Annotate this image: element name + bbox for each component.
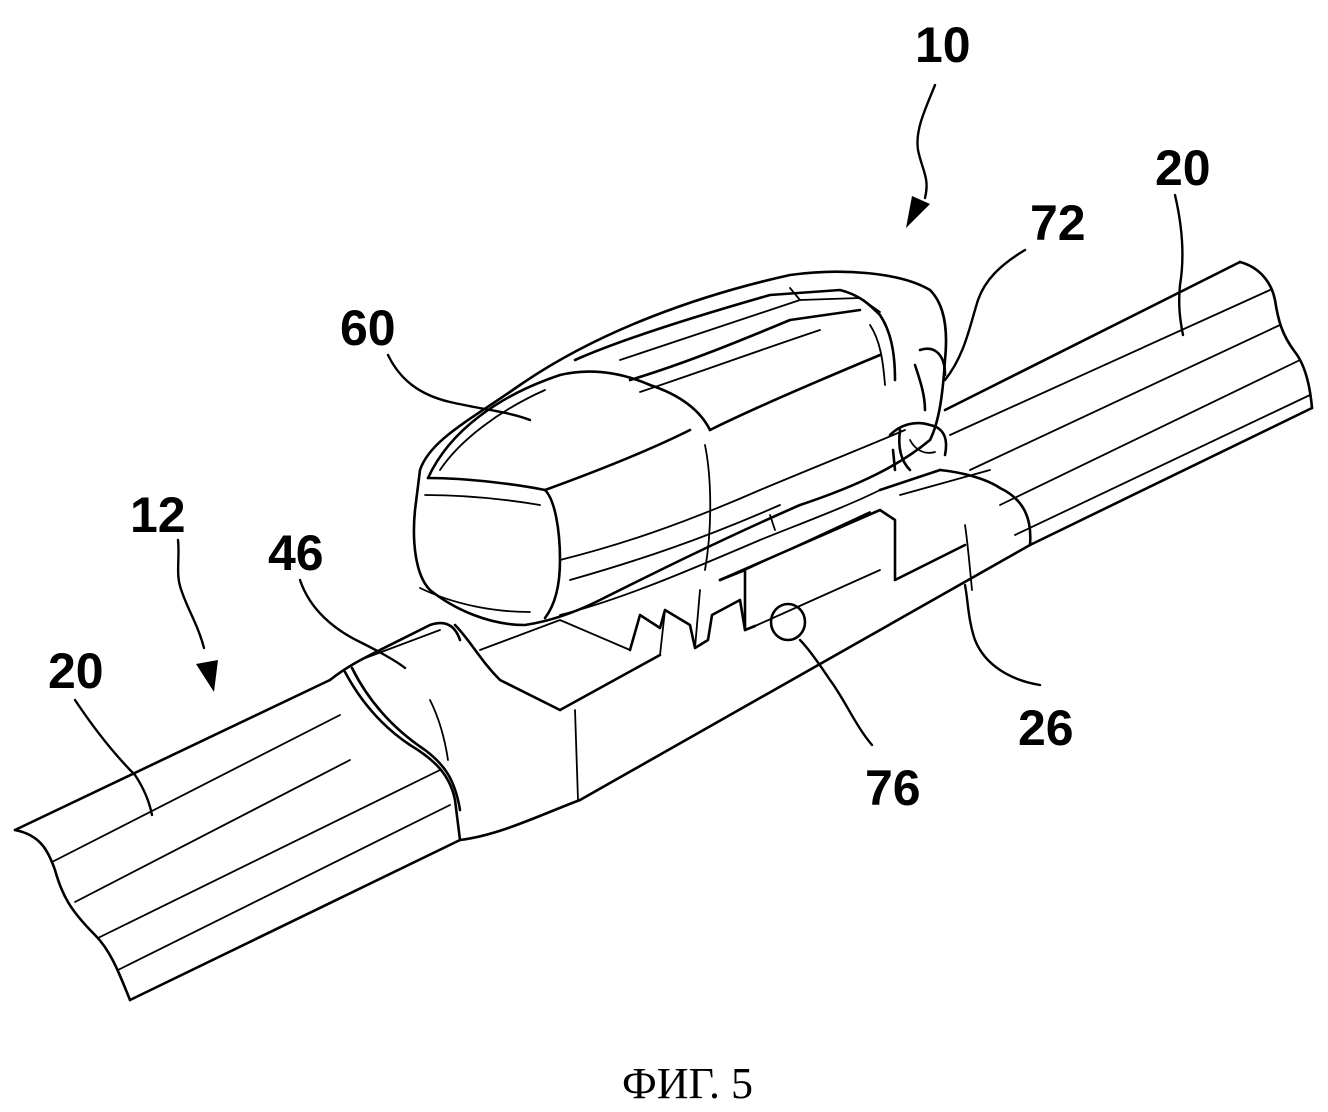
figure-caption: ФИГ. 5	[622, 1059, 753, 1108]
rail-left	[15, 680, 460, 1000]
rail-right	[945, 262, 1312, 545]
ref-label-60: 60	[340, 300, 396, 356]
ref-label-46: 46	[268, 525, 324, 581]
ref-label-20-left: 20	[48, 643, 104, 699]
ref-label-76: 76	[865, 760, 921, 816]
ref-label-72: 72	[1030, 195, 1086, 251]
ref-label-26: 26	[1018, 700, 1074, 756]
ref-label-20-right: 20	[1155, 140, 1211, 196]
ref-label-12: 12	[130, 487, 186, 543]
ref-label-10: 10	[915, 17, 971, 73]
end-cap-46	[330, 623, 460, 840]
cover-60	[414, 272, 946, 625]
